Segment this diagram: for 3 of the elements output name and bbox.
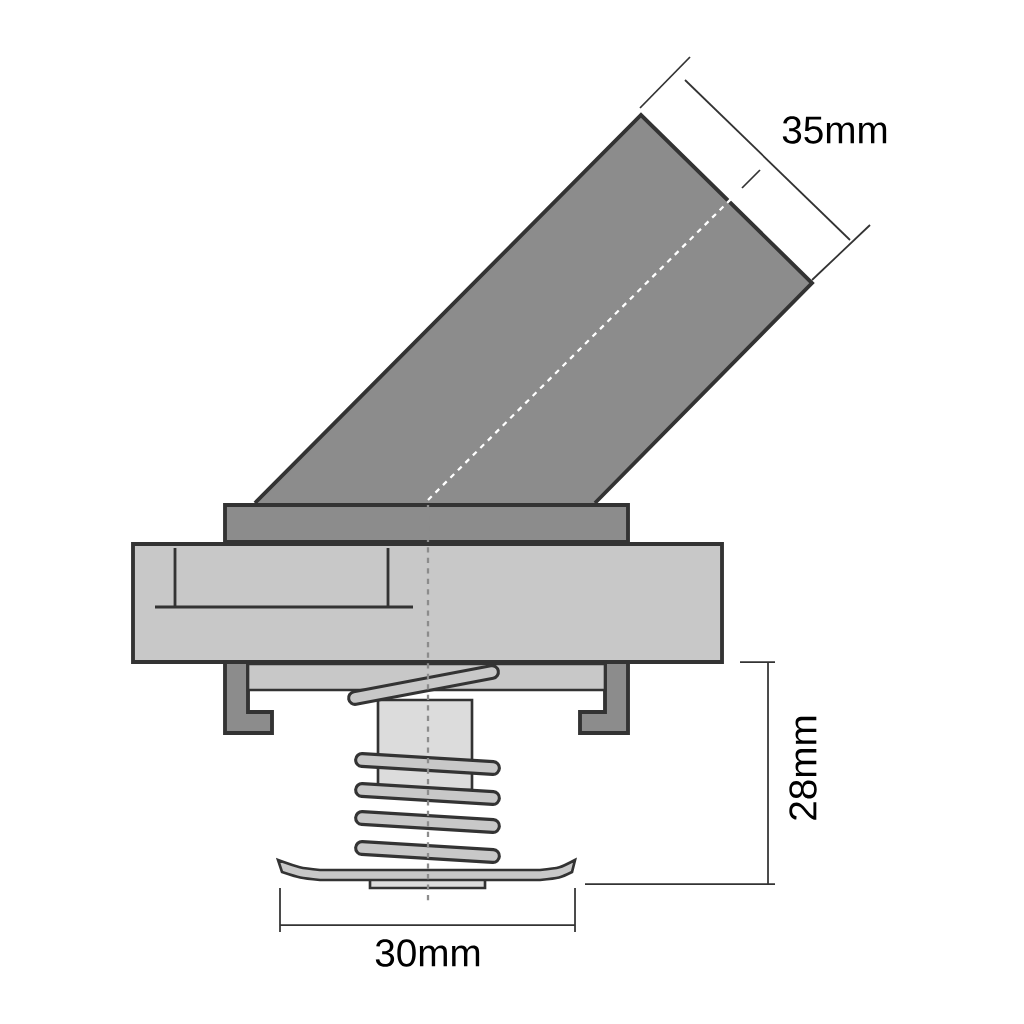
dimension-label: 35mm xyxy=(782,116,887,144)
dimension-label: 30mm xyxy=(375,939,480,967)
dimension-label: 28mm xyxy=(789,716,817,820)
